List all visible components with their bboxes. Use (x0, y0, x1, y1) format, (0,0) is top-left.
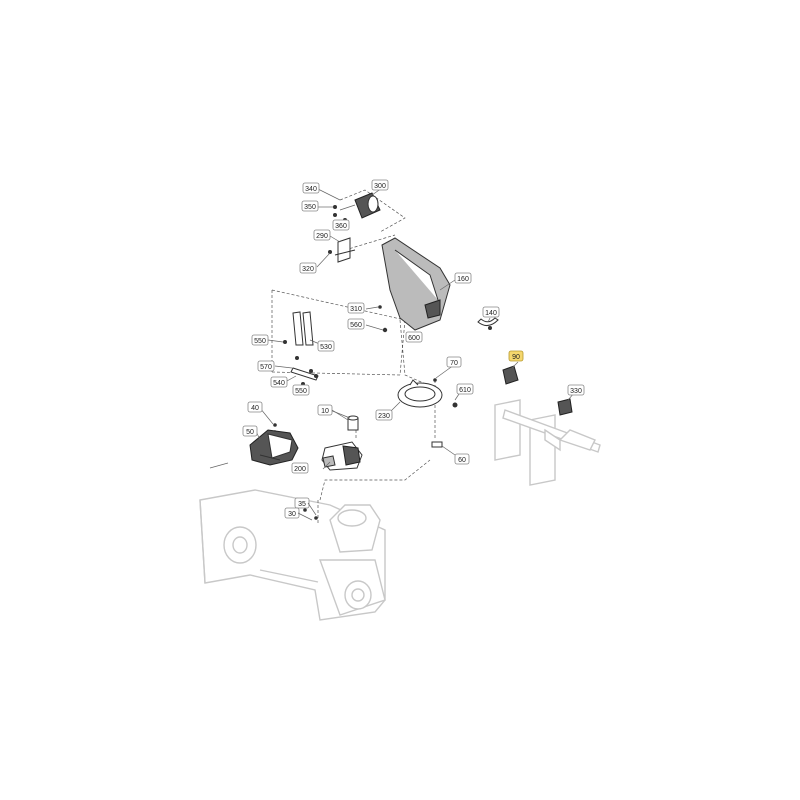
callout-50[interactable]: 50 (242, 425, 258, 437)
part-50-deflector (249, 429, 299, 466)
callout-35[interactable]: 35 (294, 497, 310, 509)
callout-230[interactable]: 230 (375, 409, 393, 421)
callout-530[interactable]: 530 (317, 340, 335, 352)
callout-300-label: 300 (374, 183, 386, 190)
part-530-cables (292, 311, 314, 346)
callout-70[interactable]: 70 (446, 356, 462, 368)
part-140-clip (477, 317, 499, 330)
callout-10[interactable]: 10 (317, 404, 333, 416)
callout-610-label: 610 (459, 387, 471, 394)
callout-30-label: 30 (288, 511, 296, 518)
callout-160[interactable]: 160 (454, 272, 472, 284)
part-160-chute (381, 237, 451, 331)
callout-600[interactable]: 600 (405, 331, 423, 343)
callout-550b-label: 550 (295, 388, 307, 395)
callout-340[interactable]: 340 (302, 182, 320, 194)
part-230-ring (397, 379, 443, 408)
callout-230-label: 230 (378, 413, 390, 420)
callout-90-label: 90 (512, 354, 520, 361)
hardware-dots (273, 205, 458, 520)
callout-330[interactable]: 330 (567, 384, 585, 396)
callout-290-label: 290 (316, 233, 328, 240)
callout-310-label: 310 (350, 306, 362, 313)
callout-40-label: 40 (251, 405, 259, 412)
callout-540[interactable]: 540 (270, 376, 288, 388)
handle-frame (494, 399, 601, 486)
callout-570[interactable]: 570 (257, 360, 275, 372)
callout-550a-label: 550 (254, 338, 266, 345)
callout-40[interactable]: 40 (247, 401, 263, 413)
callout-200[interactable]: 200 (291, 462, 309, 474)
part-330-knob (557, 398, 573, 416)
callout-600-label: 600 (408, 335, 420, 342)
callout-530-label: 530 (320, 344, 332, 351)
part-10-fitting (347, 415, 359, 431)
part-200-gearbox (321, 441, 363, 471)
callout-360[interactable]: 360 (332, 219, 350, 231)
part-540-linkage (290, 356, 319, 386)
callout-160-label: 160 (457, 276, 469, 283)
callout-340-label: 340 (305, 186, 317, 193)
callout-560-label: 560 (350, 322, 362, 329)
callout-610[interactable]: 610 (456, 383, 474, 395)
callout-350[interactable]: 350 (301, 200, 319, 212)
callout-35-label: 35 (298, 501, 306, 508)
callout-90[interactable]: 90 (508, 350, 524, 362)
callout-300[interactable]: 300 (371, 179, 389, 191)
callout-540-label: 540 (273, 380, 285, 387)
callout-570-label: 570 (260, 364, 272, 371)
callout-550a[interactable]: 550 (251, 334, 269, 346)
callout-50-label: 50 (246, 429, 254, 436)
callout-140-label: 140 (485, 310, 497, 317)
part-60-clamp (431, 441, 456, 456)
callout-320-label: 320 (302, 266, 314, 273)
part-290-bracket (334, 237, 356, 263)
callout-330-label: 330 (570, 388, 582, 395)
part-300-motor (339, 192, 381, 219)
callout-360-label: 360 (335, 223, 347, 230)
callout-70-label: 70 (450, 360, 458, 367)
callout-310[interactable]: 310 (347, 302, 365, 314)
callout-60[interactable]: 60 (454, 453, 470, 465)
callout-30[interactable]: 30 (284, 507, 300, 519)
part-90-knob (502, 365, 519, 385)
callout-290[interactable]: 290 (313, 229, 331, 241)
callout-320[interactable]: 320 (299, 262, 317, 274)
callout-200-label: 200 (294, 466, 306, 473)
callout-60-label: 60 (458, 457, 466, 464)
callout-560[interactable]: 560 (347, 318, 365, 330)
callout-350-label: 350 (304, 204, 316, 211)
callout-10-label: 10 (321, 408, 329, 415)
callout-140[interactable]: 140 (482, 306, 500, 318)
callout-550b[interactable]: 550 (292, 384, 310, 396)
auger-housing (199, 489, 386, 621)
